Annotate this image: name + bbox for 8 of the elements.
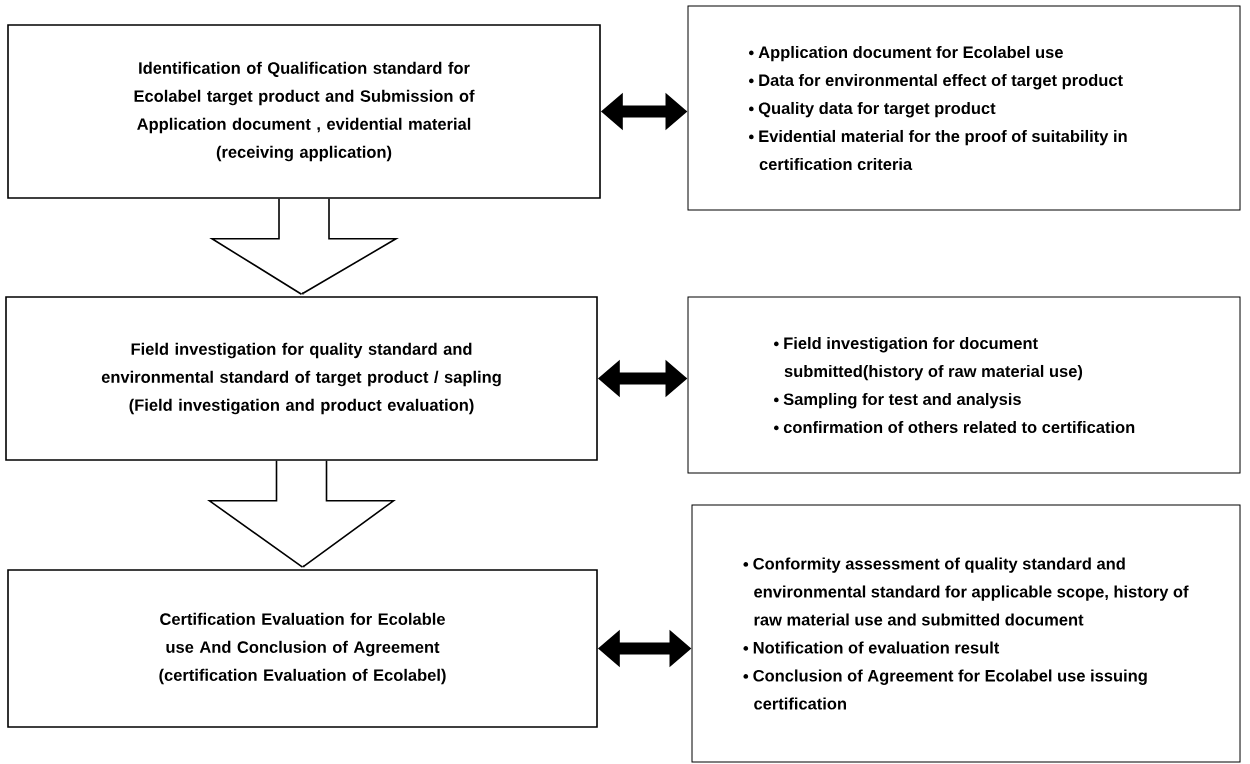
process-box: Field investigation for quality standard and environmental standard of target product / sapling (Field investigation and product evaluation) [5,296,598,461]
process-box: Identification of Qualification standard for Ecolabel target product and Submission of Application document , evidential material (receiving application) [7,24,601,199]
block-arrow [207,460,396,568]
note-box: Conformity assessment of quality standard and environmental standard for applicable scope, history of raw material use and submitted document Notification of evaluation result Conclusion of Agreement for Ecolabel use issuing certification [691,504,1241,763]
note-box: Field investigation for document submitted(history of raw material use) Sampling for test and analysis confirmation of others related to certification [687,296,1241,474]
block-arrow [209,198,399,295]
note-box: Application document for Ecolabel use Data for environmental effect of target product Quality data for target product Evidential material for the proof of suitability in certification criteria [687,5,1241,211]
process-box: Certification Evaluation for Ecolable use And Conclusion of Agreement (certification Evaluation of Ecolabel) [7,569,598,728]
